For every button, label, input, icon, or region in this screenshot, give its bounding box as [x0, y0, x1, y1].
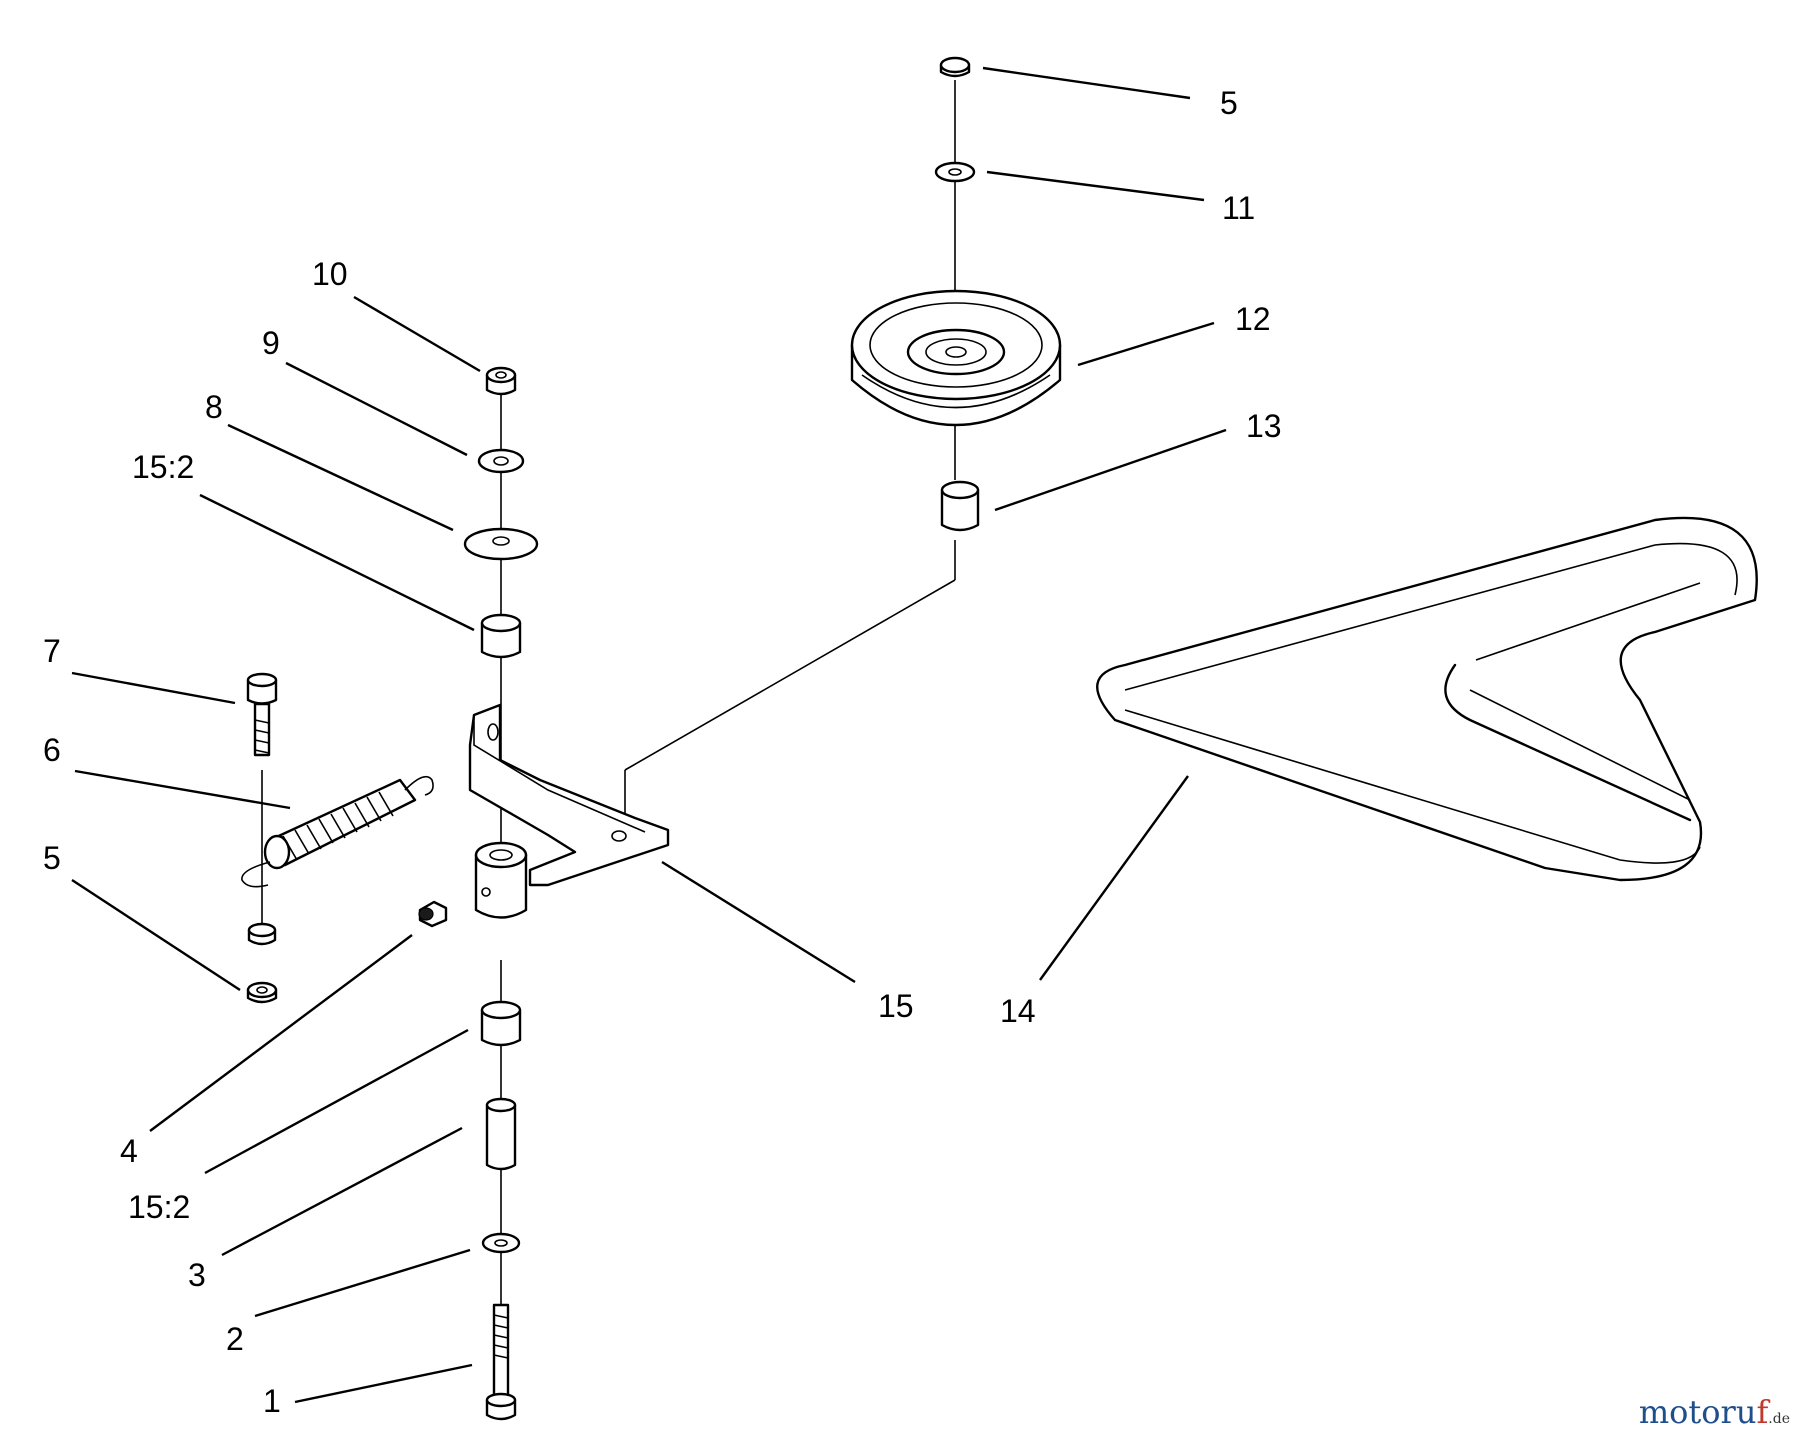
spacer-part: [485, 1097, 517, 1171]
callout-5-right: 5: [1220, 85, 1238, 121]
spring-nut-part: [247, 922, 277, 946]
watermark-name: motoru: [1638, 1393, 1757, 1431]
callout-14: 14: [1000, 993, 1036, 1029]
callout-12: 12: [1235, 301, 1271, 337]
upper-bushing-part: [480, 613, 522, 659]
callout-15-2-lower: 15:2: [128, 1189, 190, 1225]
grease-fitting-part: [418, 900, 448, 928]
large-washer-part: [463, 527, 539, 561]
callout-9: 9: [262, 325, 280, 361]
watermark-logo: motoruf.de: [1639, 1393, 1790, 1431]
callout-8: 8: [205, 389, 223, 425]
callout-7: 7: [43, 633, 61, 669]
spring-bolt-part: [246, 672, 278, 757]
callout-6: 6: [43, 732, 61, 768]
callout-13: 13: [1246, 408, 1282, 444]
callout-3: 3: [188, 1257, 206, 1293]
watermark-accent: f: [1756, 1393, 1769, 1431]
v-belt-part: [1096, 516, 1758, 882]
pulley-nut-part: [939, 56, 971, 78]
extension-spring-part: [241, 775, 434, 888]
callout-4: 4: [120, 1133, 138, 1169]
pulley-spacer-part: [940, 480, 980, 532]
spring-nut-lower-part: [246, 981, 278, 1004]
assembly-axis-lines: [261, 80, 956, 1420]
bottom-washer-part: [481, 1232, 521, 1254]
pivot-bolt-part: [485, 1303, 517, 1421]
idler-pulley-part: [850, 289, 1062, 427]
callout-1: 1: [263, 1383, 281, 1419]
lower-bushing-part: [480, 1000, 522, 1047]
callout-10: 10: [312, 256, 348, 292]
leader-lines: [71, 66, 1227, 1404]
bracket-hub-part: [474, 841, 528, 919]
callout-2: 2: [226, 1321, 244, 1357]
callout-5-left: 5: [43, 840, 61, 876]
top-nut-part: [485, 366, 517, 396]
callout-11: 11: [1222, 190, 1255, 226]
callout-15: 15: [878, 988, 914, 1024]
callout-15-2-upper: 15:2: [132, 449, 194, 485]
pulley-washer-part: [934, 161, 976, 183]
watermark-tld: .de: [1768, 1411, 1790, 1427]
small-washer-part: [477, 448, 525, 474]
idler-arm-bracket-part: [468, 703, 670, 887]
